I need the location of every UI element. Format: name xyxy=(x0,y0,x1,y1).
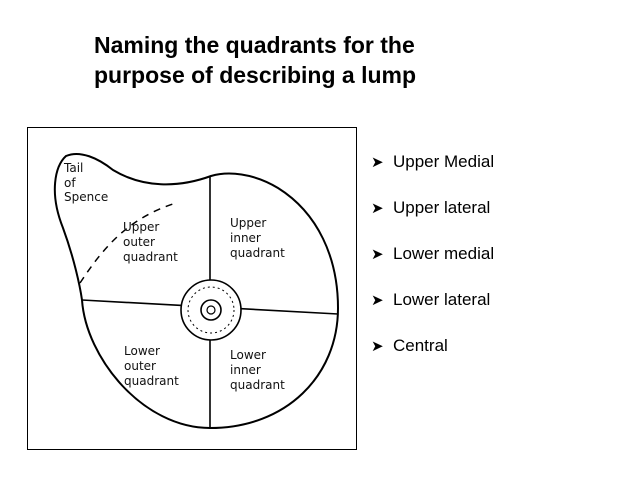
slide-title-line-1: Naming the quadrants for the xyxy=(94,32,415,58)
upper-outer-quadrant-label: Upper outer quadrant xyxy=(123,220,178,264)
bullet-upper-medial: ➤ Upper Medial xyxy=(371,150,494,174)
breast-outline xyxy=(53,152,340,430)
bullet-label: Lower lateral xyxy=(393,290,491,309)
bullet-label: Upper lateral xyxy=(393,198,491,217)
bullet-label: Lower medial xyxy=(393,244,495,263)
arrow-bullet-icon: ➤ xyxy=(371,246,384,263)
arrow-bullet-icon: ➤ xyxy=(371,154,384,171)
bullet-upper-lateral: ➤ Upper lateral xyxy=(371,196,494,220)
upper-inner-quadrant-label: Upper inner quadrant xyxy=(230,216,285,260)
areola-inner-dashed xyxy=(187,286,235,334)
lower-inner-quadrant-label: Lower inner quadrant xyxy=(230,348,285,392)
bullet-label: Central xyxy=(393,336,448,355)
arrow-bullet-icon: ➤ xyxy=(371,200,384,217)
slide-title: Naming the quadrants for the purpose of … xyxy=(94,30,574,90)
tail-of-spence-label: Tail of Spence xyxy=(63,161,108,204)
bullet-lower-medial: ➤ Lower medial xyxy=(371,242,494,266)
arrow-bullet-icon: ➤ xyxy=(371,338,384,355)
slide-title-line-2: purpose of describing a lump xyxy=(94,62,417,88)
arrow-bullet-icon: ➤ xyxy=(371,292,384,309)
bullet-central: ➤ Central xyxy=(371,334,494,358)
breast-quadrant-diagram: Tail of Spence Upper outer quadrant Uppe… xyxy=(27,127,357,450)
nipple-center xyxy=(206,305,216,315)
quadrant-bullet-list: ➤ Upper Medial ➤ Upper lateral ➤ Lower medi… xyxy=(371,150,494,380)
tail-of-spence-boundary xyxy=(79,202,177,284)
bullet-label: Upper Medial xyxy=(393,152,495,171)
bullet-lower-lateral: ➤ Lower lateral xyxy=(371,288,494,312)
breast-quadrant-drawing: Tail of Spence Upper outer quadrant Uppe… xyxy=(53,152,340,430)
lower-outer-quadrant-label: Lower outer quadrant xyxy=(124,344,179,388)
nipple-circle xyxy=(200,299,222,321)
